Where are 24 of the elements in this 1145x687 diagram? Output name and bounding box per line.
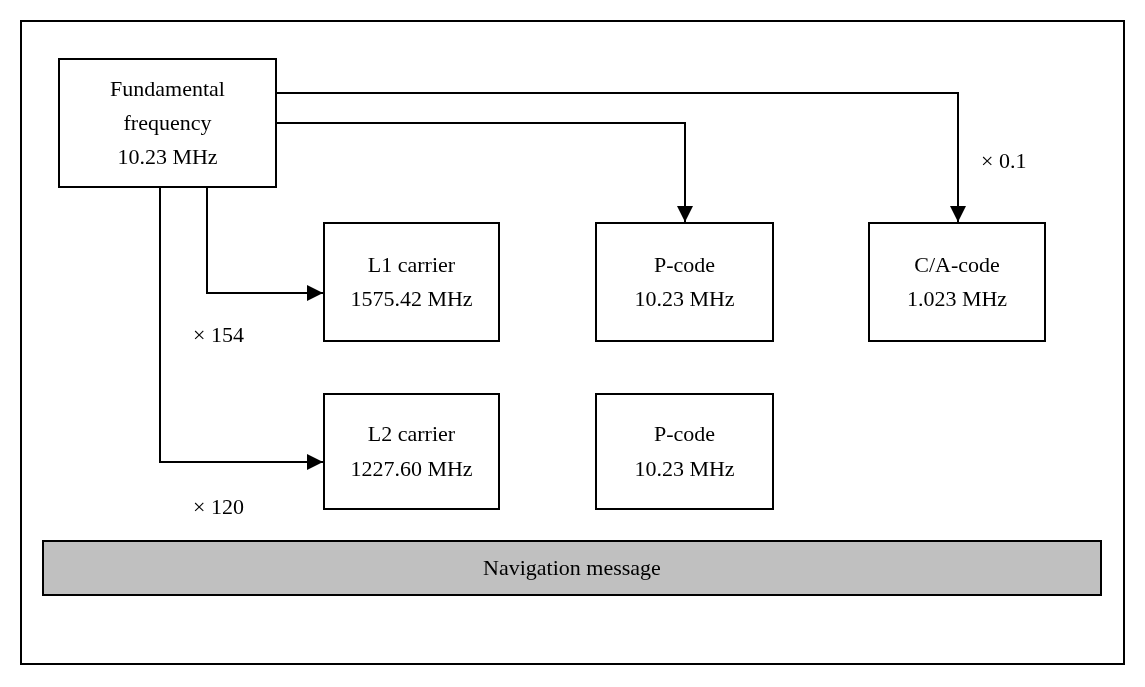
box-title: Fundamental frequency	[109, 74, 226, 137]
box-title: L1 carrier	[366, 250, 457, 279]
box-title: Navigation message	[482, 553, 662, 582]
box-title: L2 carrier	[366, 420, 457, 449]
frequency-text: 10.23 MHz	[633, 285, 736, 313]
process-box	[323, 393, 500, 510]
frequency-text: 1.023 MHz	[905, 285, 1009, 313]
arrow	[276, 122, 693, 223]
frequency-text: 1575.42 MHz	[349, 285, 474, 313]
process-box	[58, 58, 277, 188]
message-bar	[42, 540, 1102, 596]
frequency-text: 10.23 MHz	[116, 143, 219, 172]
box-title: C/A-code	[913, 250, 1001, 279]
frequency-text: 10.23 MHz	[633, 454, 736, 483]
arrow	[276, 92, 966, 223]
process-box	[595, 393, 774, 510]
box-title: P-code	[652, 250, 717, 279]
arrow	[206, 187, 324, 301]
process-box	[323, 222, 500, 342]
frequency-text: 1227.60 MHz	[349, 454, 474, 483]
arrow	[159, 187, 324, 470]
box-title: P-code	[652, 420, 717, 449]
process-box	[868, 222, 1046, 342]
process-box	[595, 222, 774, 342]
